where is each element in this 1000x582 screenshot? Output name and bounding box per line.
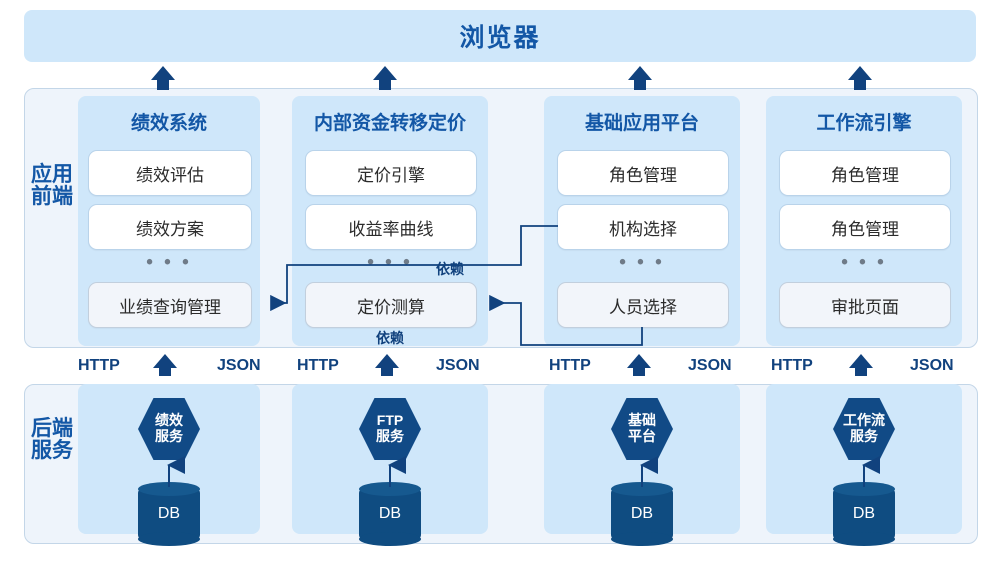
db-label-1: DB [157, 505, 181, 522]
protocol-http-2: HTTP [297, 357, 339, 374]
module-box-1-last[interactable]: 业绩查询管理 [88, 282, 252, 328]
backend-section-label: 后端服务 [31, 417, 73, 463]
db-top-ellipse [833, 482, 895, 496]
module-ellipsis-1: • • • [146, 252, 192, 273]
module-ellipsis-3: • • • [619, 252, 665, 273]
module-box-1-2[interactable]: 绩效方案 [88, 204, 252, 250]
service-label-line2: 服务 [850, 428, 878, 444]
service-label-line2: 服务 [155, 428, 183, 444]
protocol-http-1: HTTP [78, 357, 120, 374]
protocol-uplink-arrows [153, 354, 873, 376]
dependency-label-top: 依赖 [436, 261, 464, 277]
db-top-ellipse [138, 482, 200, 496]
column-title-4: 工作流引擎 [816, 113, 912, 134]
module-box-2-last[interactable]: 定价测算 [305, 282, 477, 328]
protocol-json-3: JSON [688, 357, 732, 374]
service-label-line1: 工作流 [843, 412, 885, 429]
db-label-2: DB [378, 505, 402, 522]
service-hexagon-2[interactable]: FTP 服务 [359, 398, 421, 460]
browser-uplink-arrows [151, 66, 872, 90]
column-title-1: 绩效系统 [130, 113, 207, 134]
db-bottom-ellipse [138, 532, 200, 546]
module-box-4-last[interactable]: 审批页面 [779, 282, 951, 328]
service-label-line2: 服务 [376, 428, 404, 444]
protocol-json-4: JSON [910, 357, 954, 374]
browser-banner: 浏览器 [24, 10, 976, 62]
module-box-4-2[interactable]: 角色管理 [779, 204, 951, 250]
column-title-3: 基础应用平台 [584, 113, 699, 134]
service-label-line1: 基础 [628, 412, 656, 429]
module-ellipsis-4: • • • [841, 252, 887, 273]
module-box-3-2[interactable]: 机构选择 [557, 204, 729, 250]
database-cylinder-3[interactable]: DB [611, 482, 673, 546]
module-box-1-1[interactable]: 绩效评估 [88, 150, 252, 196]
protocol-json-2: JSON [436, 357, 480, 374]
module-box-3-last[interactable]: 人员选择 [557, 282, 729, 328]
db-bottom-ellipse [611, 532, 673, 546]
protocol-http-3: HTTP [549, 357, 591, 374]
frontend-section-label: 应用前端 [31, 163, 73, 209]
service-label-line2: 平台 [628, 428, 656, 444]
db-bottom-ellipse [359, 532, 421, 546]
browser-title: 浏览器 [459, 24, 541, 52]
database-cylinder-2[interactable]: DB [359, 482, 421, 546]
module-box-4-1[interactable]: 角色管理 [779, 150, 951, 196]
column-title-2: 内部资金转移定价 [313, 113, 466, 134]
dependency-label-bottom: 依赖 [376, 330, 404, 346]
db-label-3: DB [630, 505, 654, 522]
db-label-4: DB [852, 505, 876, 522]
service-label-line1: FTP [376, 412, 404, 429]
protocol-json-1: JSON [217, 357, 261, 374]
module-box-3-1[interactable]: 角色管理 [557, 150, 729, 196]
module-box-2-2[interactable]: 收益率曲线 [305, 204, 477, 250]
db-top-ellipse [611, 482, 673, 496]
service-label-line1: 绩效 [155, 412, 183, 429]
service-hexagon-1[interactable]: 绩效 服务 [138, 398, 200, 460]
db-top-ellipse [359, 482, 421, 496]
protocol-http-4: HTTP [771, 357, 813, 374]
database-cylinder-1[interactable]: DB [138, 482, 200, 546]
module-box-2-1[interactable]: 定价引擎 [305, 150, 477, 196]
db-bottom-ellipse [833, 532, 895, 546]
database-cylinder-4[interactable]: DB [833, 482, 895, 546]
